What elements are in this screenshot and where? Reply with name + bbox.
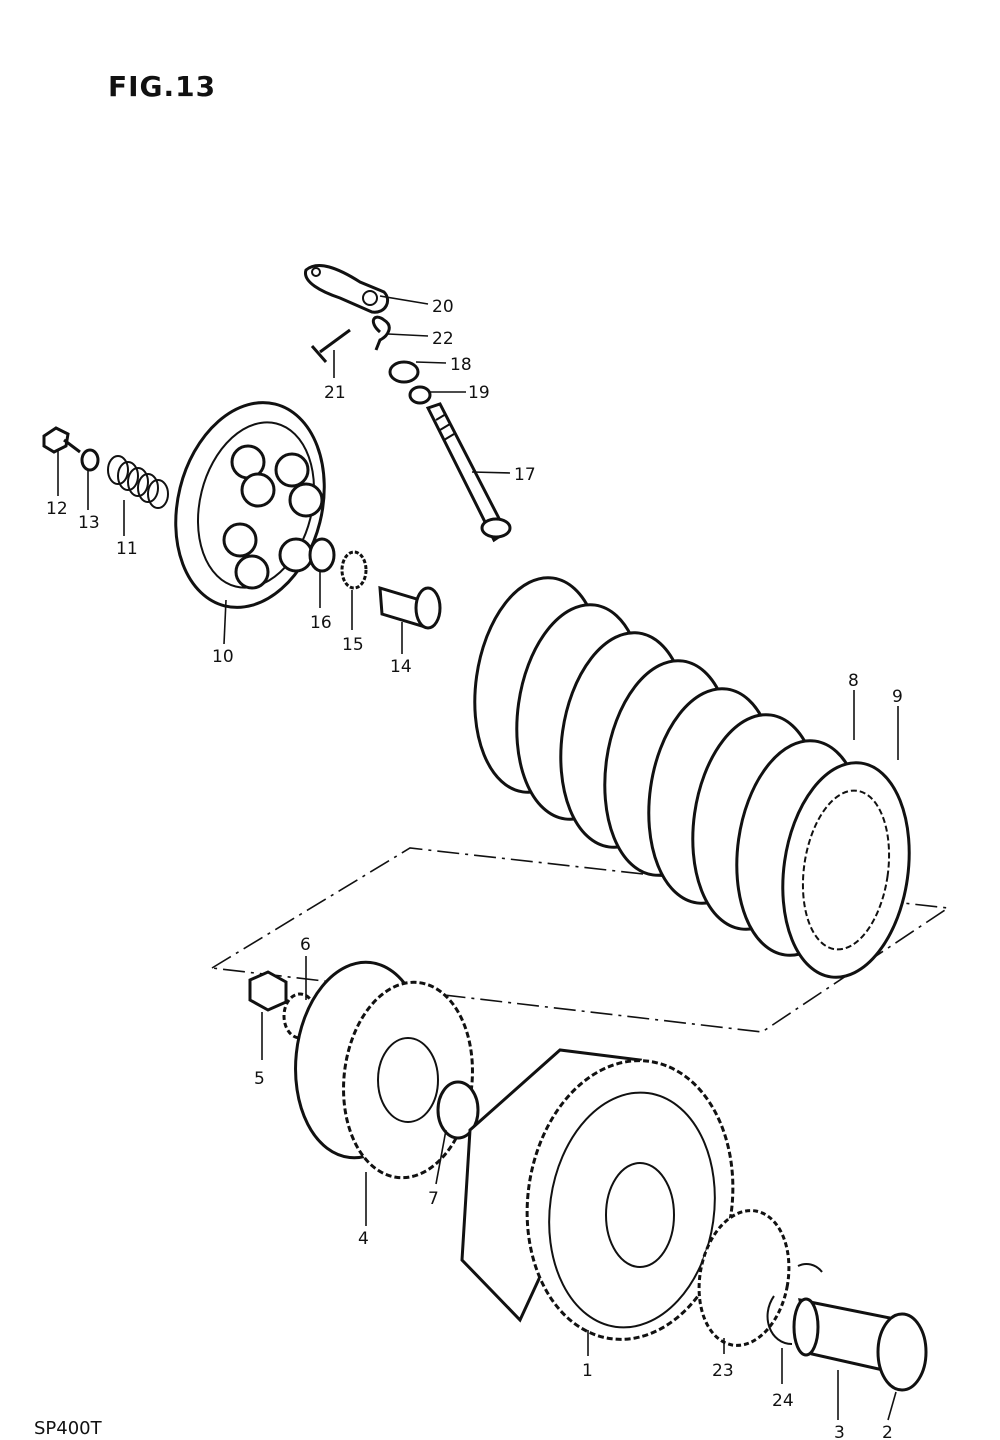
clutch-housing-part <box>460 1048 735 1341</box>
hub-washer-part <box>436 1080 480 1140</box>
callout-9: 9 <box>892 687 903 707</box>
pressure-plate-part <box>174 401 326 609</box>
pressure-plate-bolt-part <box>42 426 81 454</box>
callout-19: 19 <box>468 383 490 403</box>
figure-title: FIG.13 <box>108 70 217 103</box>
thrust-washer-part <box>308 537 336 573</box>
spring-washer-part <box>80 448 100 472</box>
callout-20: 20 <box>432 297 454 317</box>
page-code: SP400T <box>34 1418 102 1439</box>
release-pin-part <box>378 585 442 630</box>
release-nut-part <box>388 360 420 384</box>
callout-24: 24 <box>772 1391 794 1411</box>
callout-18: 18 <box>450 355 472 375</box>
callout-23: 23 <box>712 1361 734 1381</box>
callout-13: 13 <box>78 513 100 533</box>
clutch-plate-stack <box>473 576 911 979</box>
thrust-bearing-part <box>340 550 368 590</box>
callout-22: 22 <box>432 329 454 349</box>
release-washer-part <box>408 385 432 405</box>
clutch-spring-part <box>107 455 169 509</box>
callout-8: 8 <box>848 671 859 691</box>
arm-bolt-part <box>310 328 351 363</box>
callout-17: 17 <box>514 465 536 485</box>
callout-7: 7 <box>428 1189 439 1209</box>
spring-clip-part <box>371 315 391 351</box>
oil-pump-drive-gear-part <box>697 1209 791 1347</box>
callout-labels: 1 2 3 4 5 6 7 8 9 10 11 12 13 14 15 16 1… <box>46 297 903 1440</box>
circlip-part <box>766 1263 823 1345</box>
callout-10: 10 <box>212 647 234 667</box>
callout-11: 11 <box>116 539 138 559</box>
callout-16: 16 <box>310 613 332 633</box>
callout-4: 4 <box>358 1229 369 1249</box>
callout-2: 2 <box>882 1423 893 1440</box>
clutch-nut-part <box>248 970 288 1012</box>
release-shaft-part <box>425 402 512 543</box>
callout-5: 5 <box>254 1069 265 1089</box>
release-arm-part <box>304 264 389 314</box>
thrust-washer-end-part <box>876 1312 928 1392</box>
callout-14: 14 <box>390 657 412 677</box>
callout-12: 12 <box>46 499 68 519</box>
leader-lines <box>57 295 899 1421</box>
callout-1: 1 <box>582 1361 593 1381</box>
assembly-guide-outline <box>209 847 951 1033</box>
callout-6: 6 <box>300 935 311 955</box>
callout-15: 15 <box>342 635 364 655</box>
callout-3: 3 <box>834 1423 845 1440</box>
clutch-hub-part <box>294 960 474 1180</box>
callout-21: 21 <box>324 383 346 403</box>
